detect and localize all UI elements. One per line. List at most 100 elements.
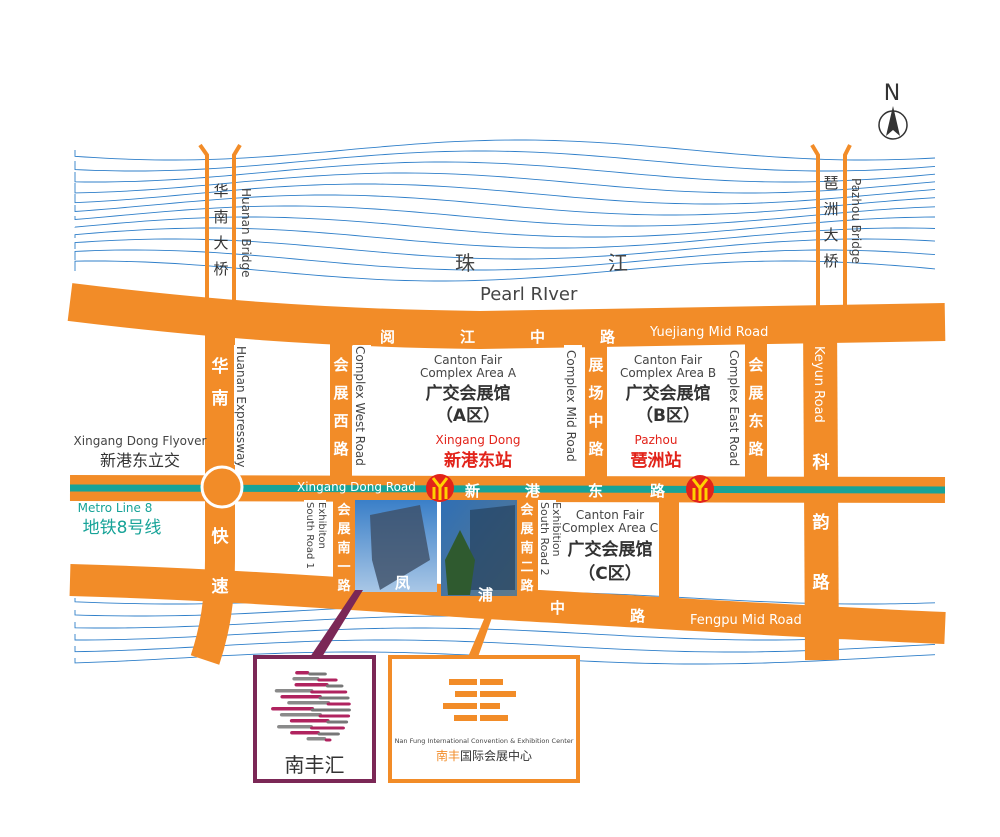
convention-center-name-zh-a: 南丰: [435, 749, 460, 763]
huanan-bridge-label: 华: [213, 182, 228, 200]
nanfenghui-logo-text: 南丰汇: [284, 753, 345, 777]
huanan-expwy-label: 华: [212, 356, 229, 377]
huanan-expressway: [190, 320, 235, 665]
area-a-label-en: Complex Area A: [420, 366, 517, 380]
center-pointer: [468, 612, 494, 657]
building-photo-nanfenghui: [355, 500, 437, 592]
huanan-bridge: [198, 143, 242, 300]
wave-line: [74, 183, 936, 205]
pazhou-bridge-label: 桥: [823, 252, 838, 270]
huanan-expwy-label: 南: [212, 388, 229, 409]
south-road-2-label: 展: [520, 522, 534, 537]
area-c-label-zh: （C区）: [578, 563, 641, 584]
fengpu-label: 路: [630, 607, 646, 625]
wave-line: [74, 238, 936, 260]
yuejiang-label-en: Yuejiang Mid Road: [649, 325, 768, 340]
convention-center-logo-box[interactable]: Nan Fung International Convention & Exhi…: [388, 655, 580, 783]
pazhou-bridge-label-en: Pazhou Bridge: [849, 178, 863, 264]
keyun-label: 韵: [813, 512, 830, 533]
station-pazhou-label-en: Pazhou: [635, 433, 678, 447]
nanfenghui-pointer: [310, 590, 363, 657]
keyun-label: 科: [813, 452, 830, 473]
complex-east-label: 路: [748, 440, 764, 458]
wave-line: [74, 249, 936, 271]
wave-line: [74, 172, 936, 194]
huanan-expwy-label-en: Huanan Expressway: [234, 346, 248, 468]
nanfenghui-logo-box[interactable]: 南丰汇: [253, 655, 376, 783]
complex-west-label-en: Complex West Road: [353, 346, 367, 466]
station-xingang-label-zh: 新港东站: [444, 450, 512, 471]
south-road-2-label: 二: [520, 560, 533, 575]
pazhou-bridge-label: 大: [823, 226, 838, 244]
area-a-label-en: Canton Fair: [434, 353, 502, 367]
south-road-1-label: 会: [337, 502, 351, 518]
south-road-1-label: 展: [337, 522, 351, 537]
south-road-1-label: 南: [337, 540, 350, 556]
river-label-zh: 珠: [455, 251, 475, 275]
river-label-en: Pearl RIver: [480, 284, 578, 305]
area-c-label-zh: 广交会展馆: [568, 539, 653, 560]
metro-station-pazhou-icon: [686, 475, 714, 503]
huanan-bridge-label: 大: [213, 234, 228, 252]
river-label-zh: 江: [608, 251, 628, 275]
complex-mid-label: 中: [588, 412, 603, 430]
metro-label-zh: 地铁8号线: [83, 518, 162, 538]
south-road-2-label-en: Exhibition: [550, 502, 563, 557]
metro-station-xingang-dong-icon: [426, 474, 454, 502]
wave-line: [74, 139, 936, 161]
complex-east-label: 东: [748, 412, 763, 430]
keyun-label: 路: [813, 572, 831, 593]
complex-west-label: 路: [333, 440, 349, 458]
xingang-label: 路: [650, 482, 666, 500]
area-b-label-zh: （B区）: [636, 405, 700, 426]
convention-center-logo-icon: [443, 679, 516, 721]
complex-east-label: 会: [748, 356, 763, 374]
roundabout: [200, 465, 244, 509]
huanan-bridge-label: 南: [213, 208, 228, 226]
area-c-label-en: Complex Area C: [562, 521, 658, 535]
pazhou-bridge-label: 琶: [823, 174, 838, 192]
area-c-label-en: Canton Fair: [576, 508, 644, 522]
complex-east-label: 展: [748, 384, 763, 402]
yuejiang-label: 路: [600, 328, 616, 346]
south-road-2-label: 南: [520, 540, 533, 556]
compass-label: N: [884, 81, 900, 106]
huanan-expwy-label: 速: [212, 576, 229, 597]
wave-line: [74, 227, 936, 249]
fengpu-label: 浦: [478, 586, 493, 604]
wave-line: [74, 216, 936, 238]
south-road-1-label: 一: [337, 560, 350, 575]
complex-west-label: 展: [333, 384, 348, 402]
complex-west-label: 会: [333, 356, 348, 374]
wave-line: [74, 194, 936, 216]
huanan-bridge-label-en: Huanan Bridge: [239, 188, 253, 277]
flyover-label-zh: 新港东立交: [100, 451, 180, 470]
complex-mid-label-en: Complex Mid Road: [564, 350, 578, 462]
huanan-expwy-label: 快: [212, 526, 230, 547]
complex-west-label: 西: [333, 412, 348, 430]
wave-line: [74, 150, 936, 172]
fengpu-label-en: Fengpu Mid Road: [690, 613, 802, 628]
flyover-label-en: Xingang Dong Flyover: [74, 434, 207, 448]
south-road-1-label-en: South Road 1: [304, 502, 315, 569]
south-road-2-label-en: South Road 2: [538, 502, 551, 576]
convention-center-name-zh: 南丰国际会展中心: [392, 747, 576, 764]
xingang-label: 东: [588, 482, 603, 500]
wave-line: [74, 205, 936, 227]
area-b-label-zh: 广交会展馆: [626, 383, 711, 404]
fengpu-label: 中: [550, 599, 565, 617]
yuejiang-mid-road: [67, 283, 946, 349]
wave-line: [74, 161, 936, 183]
yuejiang-label: 中: [530, 328, 545, 346]
station-pazhou-label-zh: 琶洲站: [631, 450, 682, 471]
keyun-label-en: Keyun Road: [811, 346, 826, 423]
xingang-label: 港: [525, 482, 541, 500]
convention-center-name-en: Nan Fung International Convention & Exhi…: [394, 737, 574, 745]
wave-line: [74, 260, 936, 282]
huanan-bridge-label: 桥: [213, 260, 228, 278]
area-a-label-zh: （A区）: [436, 405, 500, 426]
complex-mid-label: 路: [588, 440, 604, 458]
south-road-2-label: 路: [520, 578, 534, 594]
